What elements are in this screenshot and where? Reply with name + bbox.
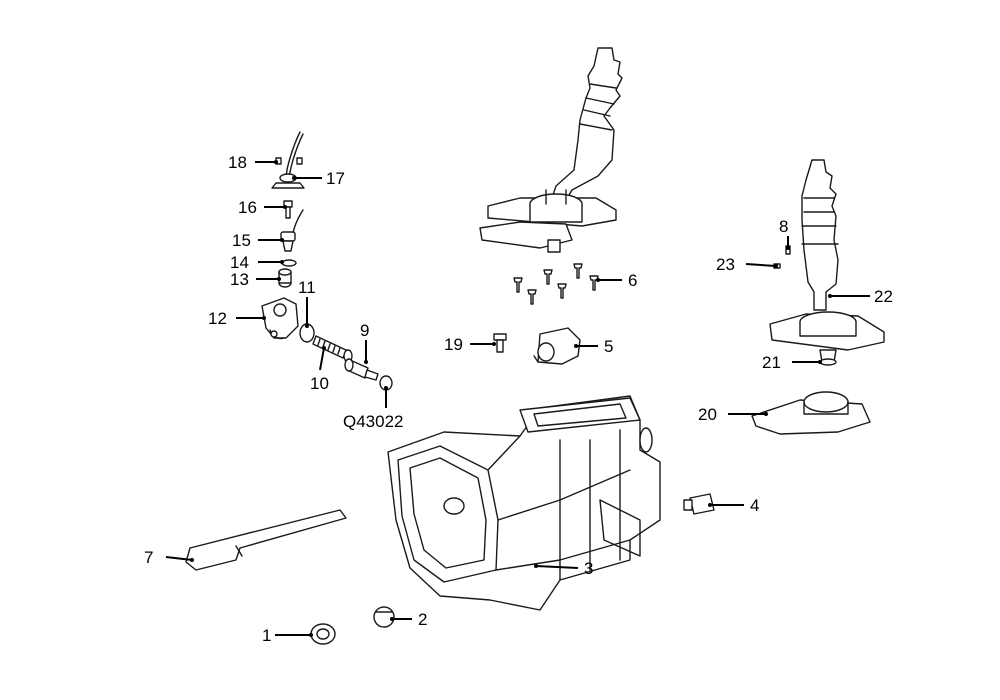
part-gear-shaft-10 bbox=[312, 335, 353, 363]
callout-4: 4 bbox=[750, 496, 759, 515]
part-wire bbox=[292, 209, 304, 235]
leader-10 bbox=[319, 347, 325, 371]
leader-7 bbox=[165, 556, 193, 561]
part-bolts-6 bbox=[513, 263, 599, 305]
callout-7: 7 bbox=[144, 548, 153, 567]
part-bushing-13 bbox=[278, 268, 292, 288]
part-shift-rod-7 bbox=[185, 509, 347, 571]
part-shift-lever-upper bbox=[479, 47, 623, 253]
callout-2: 2 bbox=[418, 610, 427, 629]
callout-18: 18 bbox=[228, 153, 247, 172]
part-plug-1 bbox=[310, 623, 336, 645]
callout-16: 16 bbox=[238, 198, 257, 217]
callout-part-code: Q43022 bbox=[343, 412, 404, 431]
callout-10: 10 bbox=[310, 374, 329, 393]
part-sensor-15 bbox=[280, 231, 296, 252]
callout-20: 20 bbox=[698, 405, 717, 424]
part-housing-12 bbox=[261, 297, 299, 340]
part-transmission-case bbox=[387, 395, 661, 611]
part-plug-9 bbox=[344, 358, 379, 381]
callout-6: 6 bbox=[628, 271, 637, 290]
callout-5: 5 bbox=[604, 337, 613, 356]
callout-13: 13 bbox=[230, 270, 249, 289]
callout-19: 19 bbox=[444, 335, 463, 354]
callout-3: 3 bbox=[584, 559, 593, 578]
part-switch-4 bbox=[683, 493, 715, 515]
callout-21: 21 bbox=[762, 353, 781, 372]
callout-14: 14 bbox=[230, 253, 249, 272]
callout-11: 11 bbox=[298, 278, 316, 297]
leader-3 bbox=[535, 565, 579, 569]
callout-22: 22 bbox=[874, 287, 893, 306]
callout-8: 8 bbox=[779, 217, 788, 236]
part-bolt-16 bbox=[283, 200, 293, 219]
part-cap-2 bbox=[373, 606, 395, 628]
part-shift-lever-right bbox=[769, 159, 885, 366]
callout-23: 23 bbox=[716, 255, 735, 274]
leader-23 bbox=[745, 263, 777, 267]
part-bolt-19 bbox=[493, 333, 507, 353]
part-washer-14 bbox=[281, 259, 297, 267]
callout-1: 1 bbox=[262, 626, 271, 645]
part-breather-tube bbox=[271, 131, 305, 189]
callout-15: 15 bbox=[232, 231, 251, 250]
callout-12: 12 bbox=[208, 309, 227, 328]
callout-9: 9 bbox=[360, 321, 369, 340]
part-plate-20 bbox=[751, 391, 871, 435]
part-bracket-5 bbox=[533, 327, 581, 365]
callout-17: 17 bbox=[326, 169, 345, 188]
